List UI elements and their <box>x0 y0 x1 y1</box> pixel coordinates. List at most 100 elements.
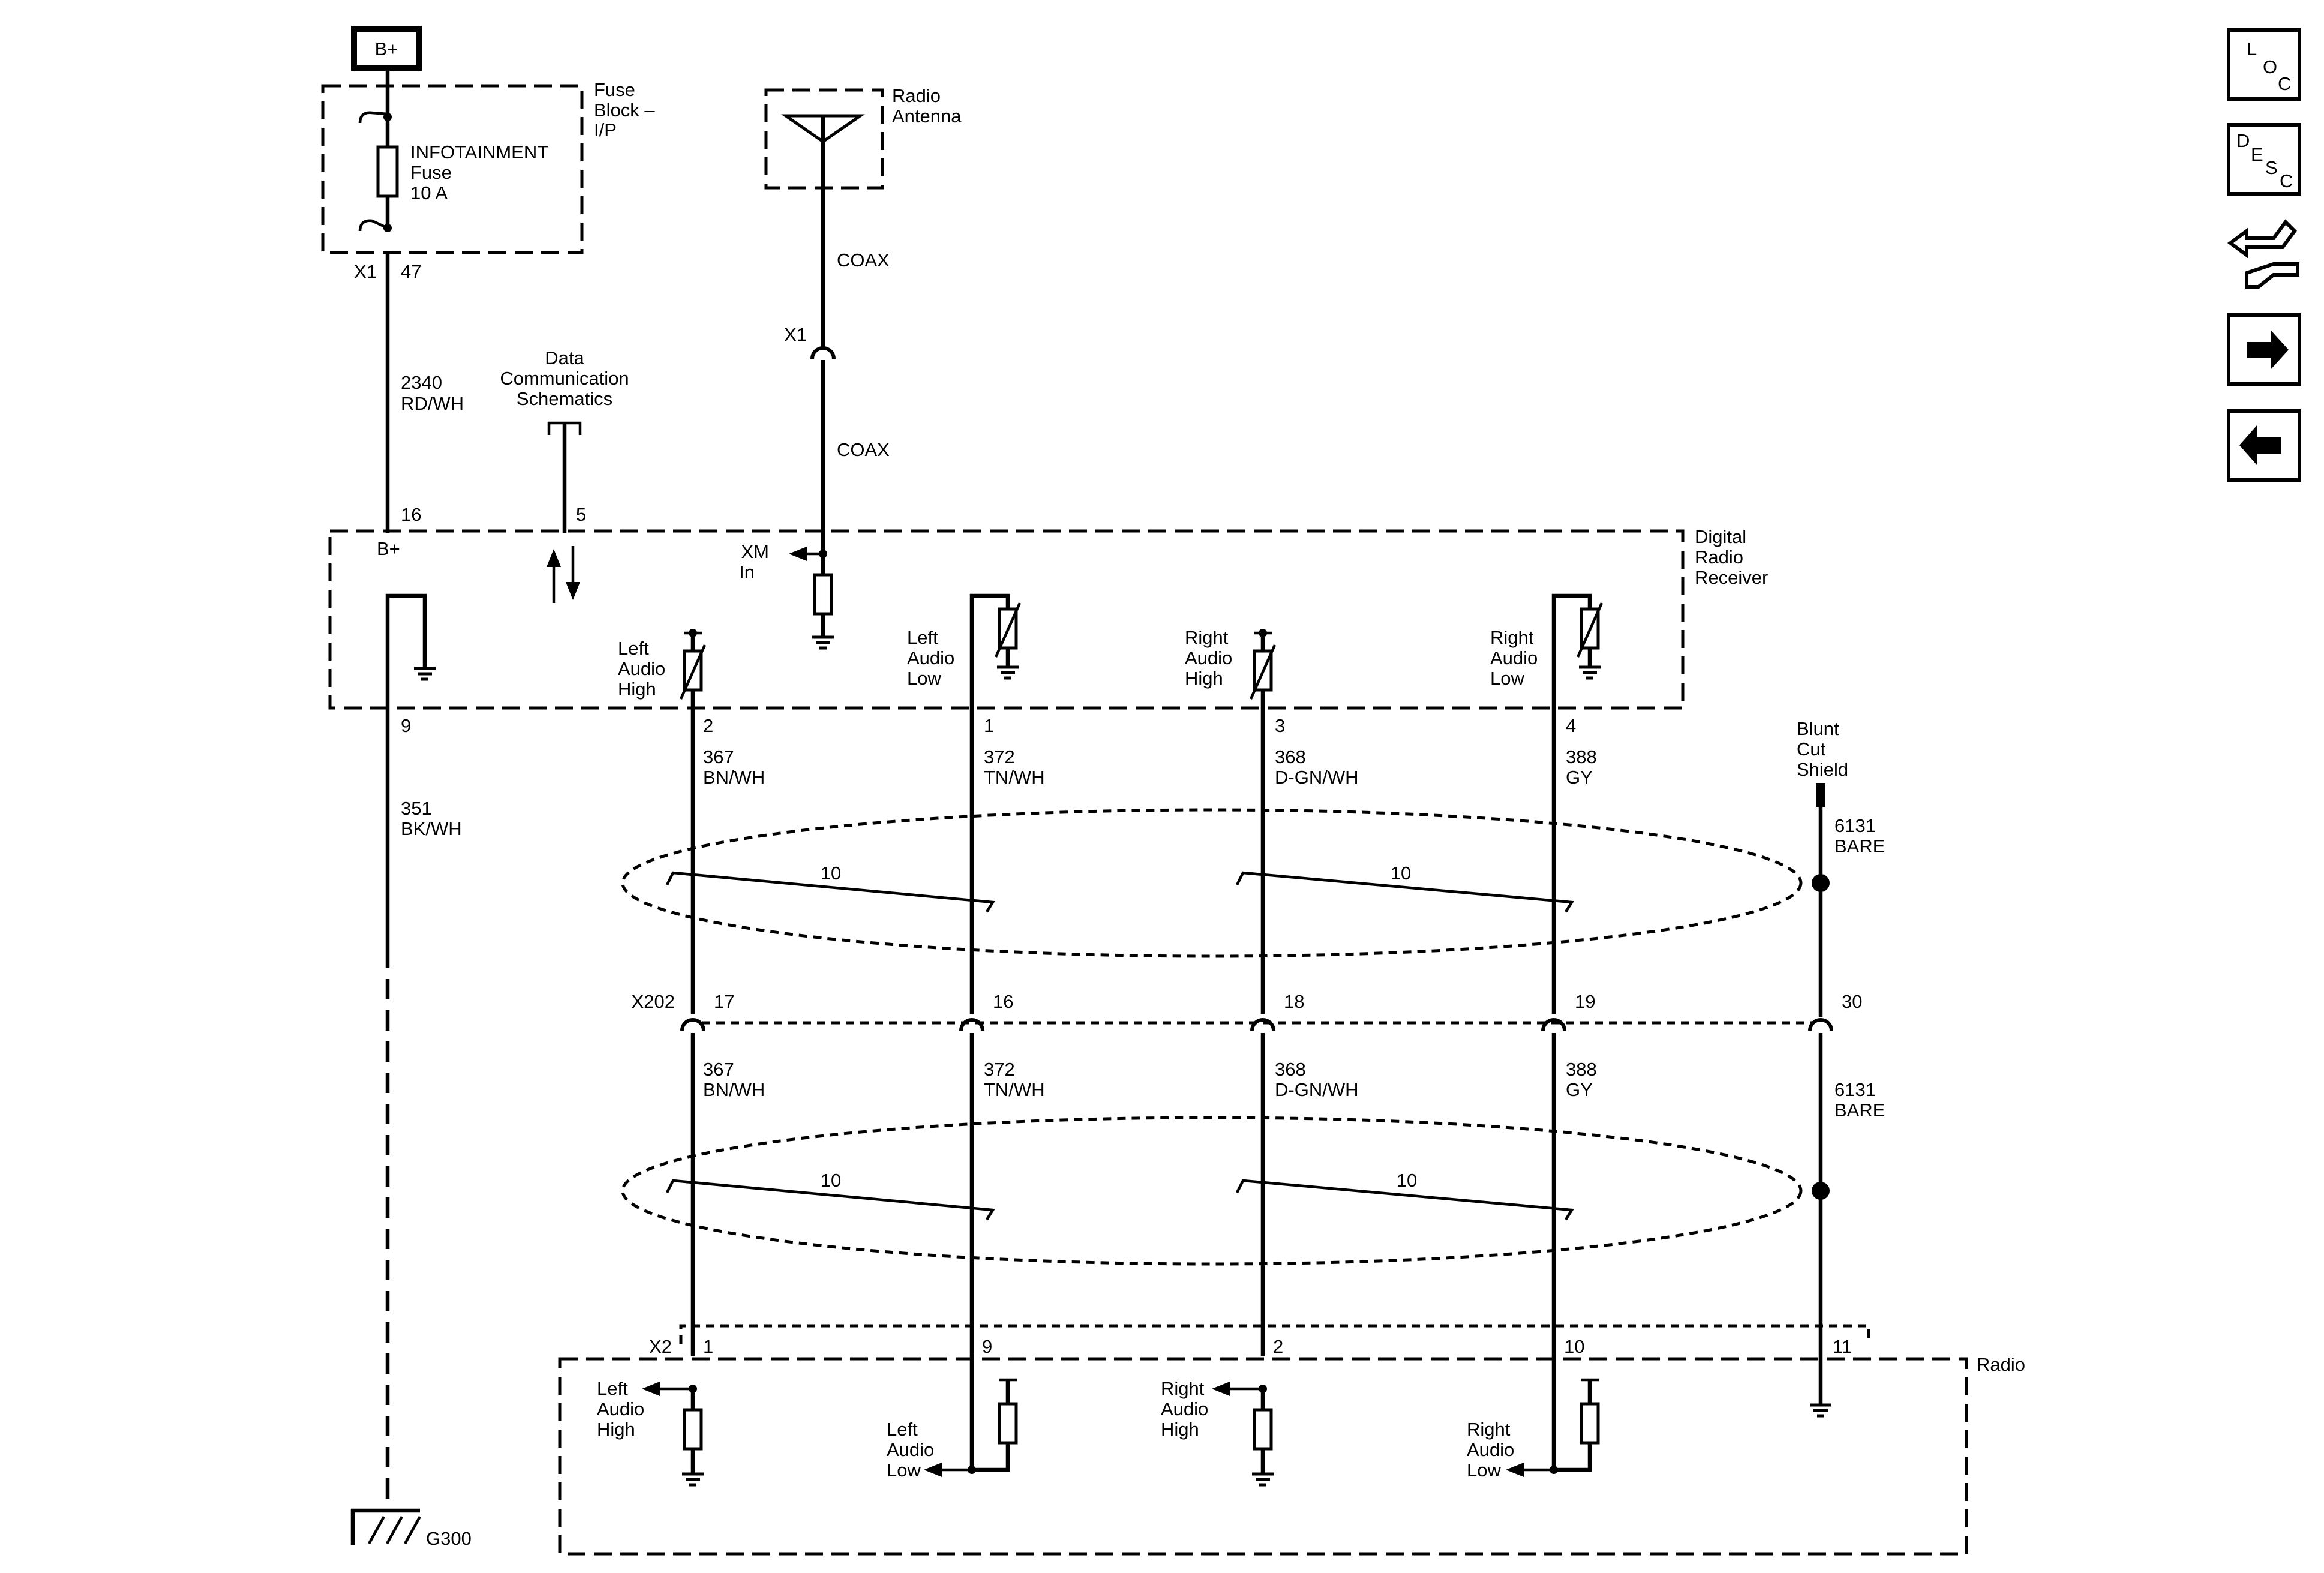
chassis-ground-icon <box>350 1508 421 1545</box>
shield-color-2: BARE <box>1834 1100 1885 1121</box>
receiver-pin-bplus: 16 <box>401 504 421 525</box>
ground-label: G300 <box>426 1528 472 1549</box>
upper-circuit-ch3: 368 <box>1275 746 1306 767</box>
rcv-ch4-l3: Low <box>1490 668 1524 689</box>
data-comm-reference[interactable]: Data Communication Schematics <box>500 347 629 533</box>
upper-color-ch3: D-GN/WH <box>1275 767 1358 788</box>
rcv-ch2-l1: Left <box>907 627 938 648</box>
rcv-ch1-l3: High <box>618 679 656 700</box>
upper-color-ch2: TN/WH <box>984 767 1045 788</box>
radio-ch2-l2: Audio <box>887 1439 934 1460</box>
xm-in-arrow-icon <box>789 547 807 561</box>
lower-color-ch4: GY <box>1566 1079 1593 1100</box>
fuse-connector-label: X1 <box>354 261 377 282</box>
upper-twist-left-label: 10 <box>821 863 841 884</box>
radio-right-audio-low: Right Audio Low <box>1467 1378 1600 1481</box>
rcv-ch2-l2: Audio <box>907 647 954 668</box>
shield-end-icon <box>1816 783 1825 807</box>
receiver-right-audio-low: Right Audio Low <box>1490 593 1604 837</box>
location-button[interactable]: L O C <box>2227 28 2301 101</box>
rcv-ch2-l3: Low <box>907 668 941 689</box>
radio-ch4-l3: Low <box>1467 1460 1501 1481</box>
radio-antenna: Radio Antenna <box>764 85 962 190</box>
rcv-pin-ch1: 2 <box>703 715 713 736</box>
receiver-left-audio-low: Left Audio Low <box>907 593 1022 837</box>
shield-color-1: BARE <box>1834 836 1885 857</box>
lower-twisted-bundle <box>621 1116 1803 1266</box>
x202-pin-ch1: 17 <box>714 991 734 1012</box>
rcv-ch1-l2: Audio <box>618 658 665 679</box>
shield-label-1: Blunt <box>1797 718 1839 739</box>
xm-label: XM <box>741 541 770 562</box>
receiver-label-2: Radio <box>1695 547 1743 568</box>
feed-wire-circuit: 2340 <box>401 372 442 393</box>
digital-radio-receiver: Digital Radio Receiver <box>328 526 1768 710</box>
radio-ch3-l3: High <box>1161 1419 1199 1440</box>
fuse-type: Fuse <box>410 162 452 183</box>
radio-left-audio-high: Left Audio High <box>597 1378 704 1485</box>
lower-twist-left-label: 10 <box>821 1170 841 1191</box>
lower-color-ch3: D-GN/WH <box>1275 1079 1358 1100</box>
x202-pin-ch4: 19 <box>1575 991 1595 1012</box>
radio-ch3-l1: Right <box>1161 1378 1205 1399</box>
data-comm-line-1: Data <box>545 347 584 368</box>
desc-d: D <box>2236 130 2250 151</box>
shield-circuit-2: 6131 <box>1834 1079 1876 1100</box>
lower-circuit-ch4: 388 <box>1566 1059 1597 1080</box>
radio-pin-ch4: 10 <box>1564 1336 1584 1357</box>
desc-e: E <box>2251 144 2263 165</box>
fuse-block-label-2: Block – <box>594 100 655 121</box>
receiver-label-3: Receiver <box>1695 567 1768 588</box>
rcv-ch4-l1: Right <box>1490 627 1534 648</box>
x202-pin-ch2: 16 <box>993 991 1013 1012</box>
radio-ch1-l1: Left <box>597 1378 628 1399</box>
radio-pin-ch3: 2 <box>1273 1336 1283 1357</box>
lower-circuit-ch2: 372 <box>984 1059 1015 1080</box>
radio-ch4-l1: Right <box>1467 1419 1511 1440</box>
data-comm-line-3: Schematics <box>517 388 612 409</box>
upper-circuit-ch2: 372 <box>984 746 1015 767</box>
fuse-block-label-1: Fuse <box>594 79 635 100</box>
shield-circuit-1: 6131 <box>1834 815 1876 836</box>
upper-color-ch4: GY <box>1566 767 1593 788</box>
radio-left-audio-low: Left Audio Low <box>887 1378 1018 1481</box>
arrow-right-icon[interactable] <box>2227 313 2301 386</box>
rcv-ch1-l1: Left <box>618 638 649 659</box>
receiver-bplus-label: B+ <box>377 538 400 559</box>
radio-pin-ch2: 9 <box>982 1336 992 1357</box>
upper-twist-right-label: 10 <box>1391 863 1411 884</box>
radio-ch2-l1: Left <box>887 1419 918 1440</box>
x202-label: X202 <box>632 991 675 1012</box>
lower-twist-right: 10 <box>1235 1170 1574 1221</box>
shield-label-2: Cut <box>1797 739 1826 760</box>
receiver-left-audio-high: Left Audio High <box>618 629 707 837</box>
x202-pin-ch3: 18 <box>1284 991 1304 1012</box>
radio-label: Radio <box>1977 1354 2025 1375</box>
x2-connector <box>679 1324 1870 1344</box>
feed-wire-color: RD/WH <box>401 393 464 414</box>
loc-o: O <box>2263 56 2277 77</box>
receiver-pin-data: 5 <box>576 504 586 525</box>
data-comm-line-2: Communication <box>500 368 629 389</box>
connector-icon[interactable] <box>2227 219 2299 289</box>
upper-circuit-ch1: 367 <box>703 746 734 767</box>
coax-label-1: COAX <box>837 250 890 271</box>
desc-c: C <box>2280 170 2293 191</box>
rcv-ch3-l2: Audio <box>1185 647 1232 668</box>
radio-right-audio-high: Right Audio High <box>1161 1378 1274 1485</box>
radio-pin-shield: 11 <box>1833 1336 1852 1357</box>
lower-twist-right-label: 10 <box>1397 1170 1417 1191</box>
power-label: B+ <box>375 38 398 59</box>
receiver-right-audio-high: Right Audio High <box>1185 627 1277 837</box>
upper-twist-left: 10 <box>665 863 995 913</box>
upper-twisted-bundle <box>621 808 1803 958</box>
description-button[interactable]: D E S C <box>2227 123 2301 196</box>
fuse-rating: 10 A <box>410 182 448 203</box>
fuse-block: Fuse Block – I/P <box>321 79 655 254</box>
desc-s: S <box>2265 157 2278 178</box>
xm-in-label: In <box>739 562 755 583</box>
arrow-left-icon[interactable] <box>2227 409 2301 482</box>
fuse-name: INFOTAINMENT <box>410 142 548 163</box>
radio-ch1-l2: Audio <box>597 1398 644 1419</box>
radio-ch4-l2: Audio <box>1467 1439 1514 1460</box>
